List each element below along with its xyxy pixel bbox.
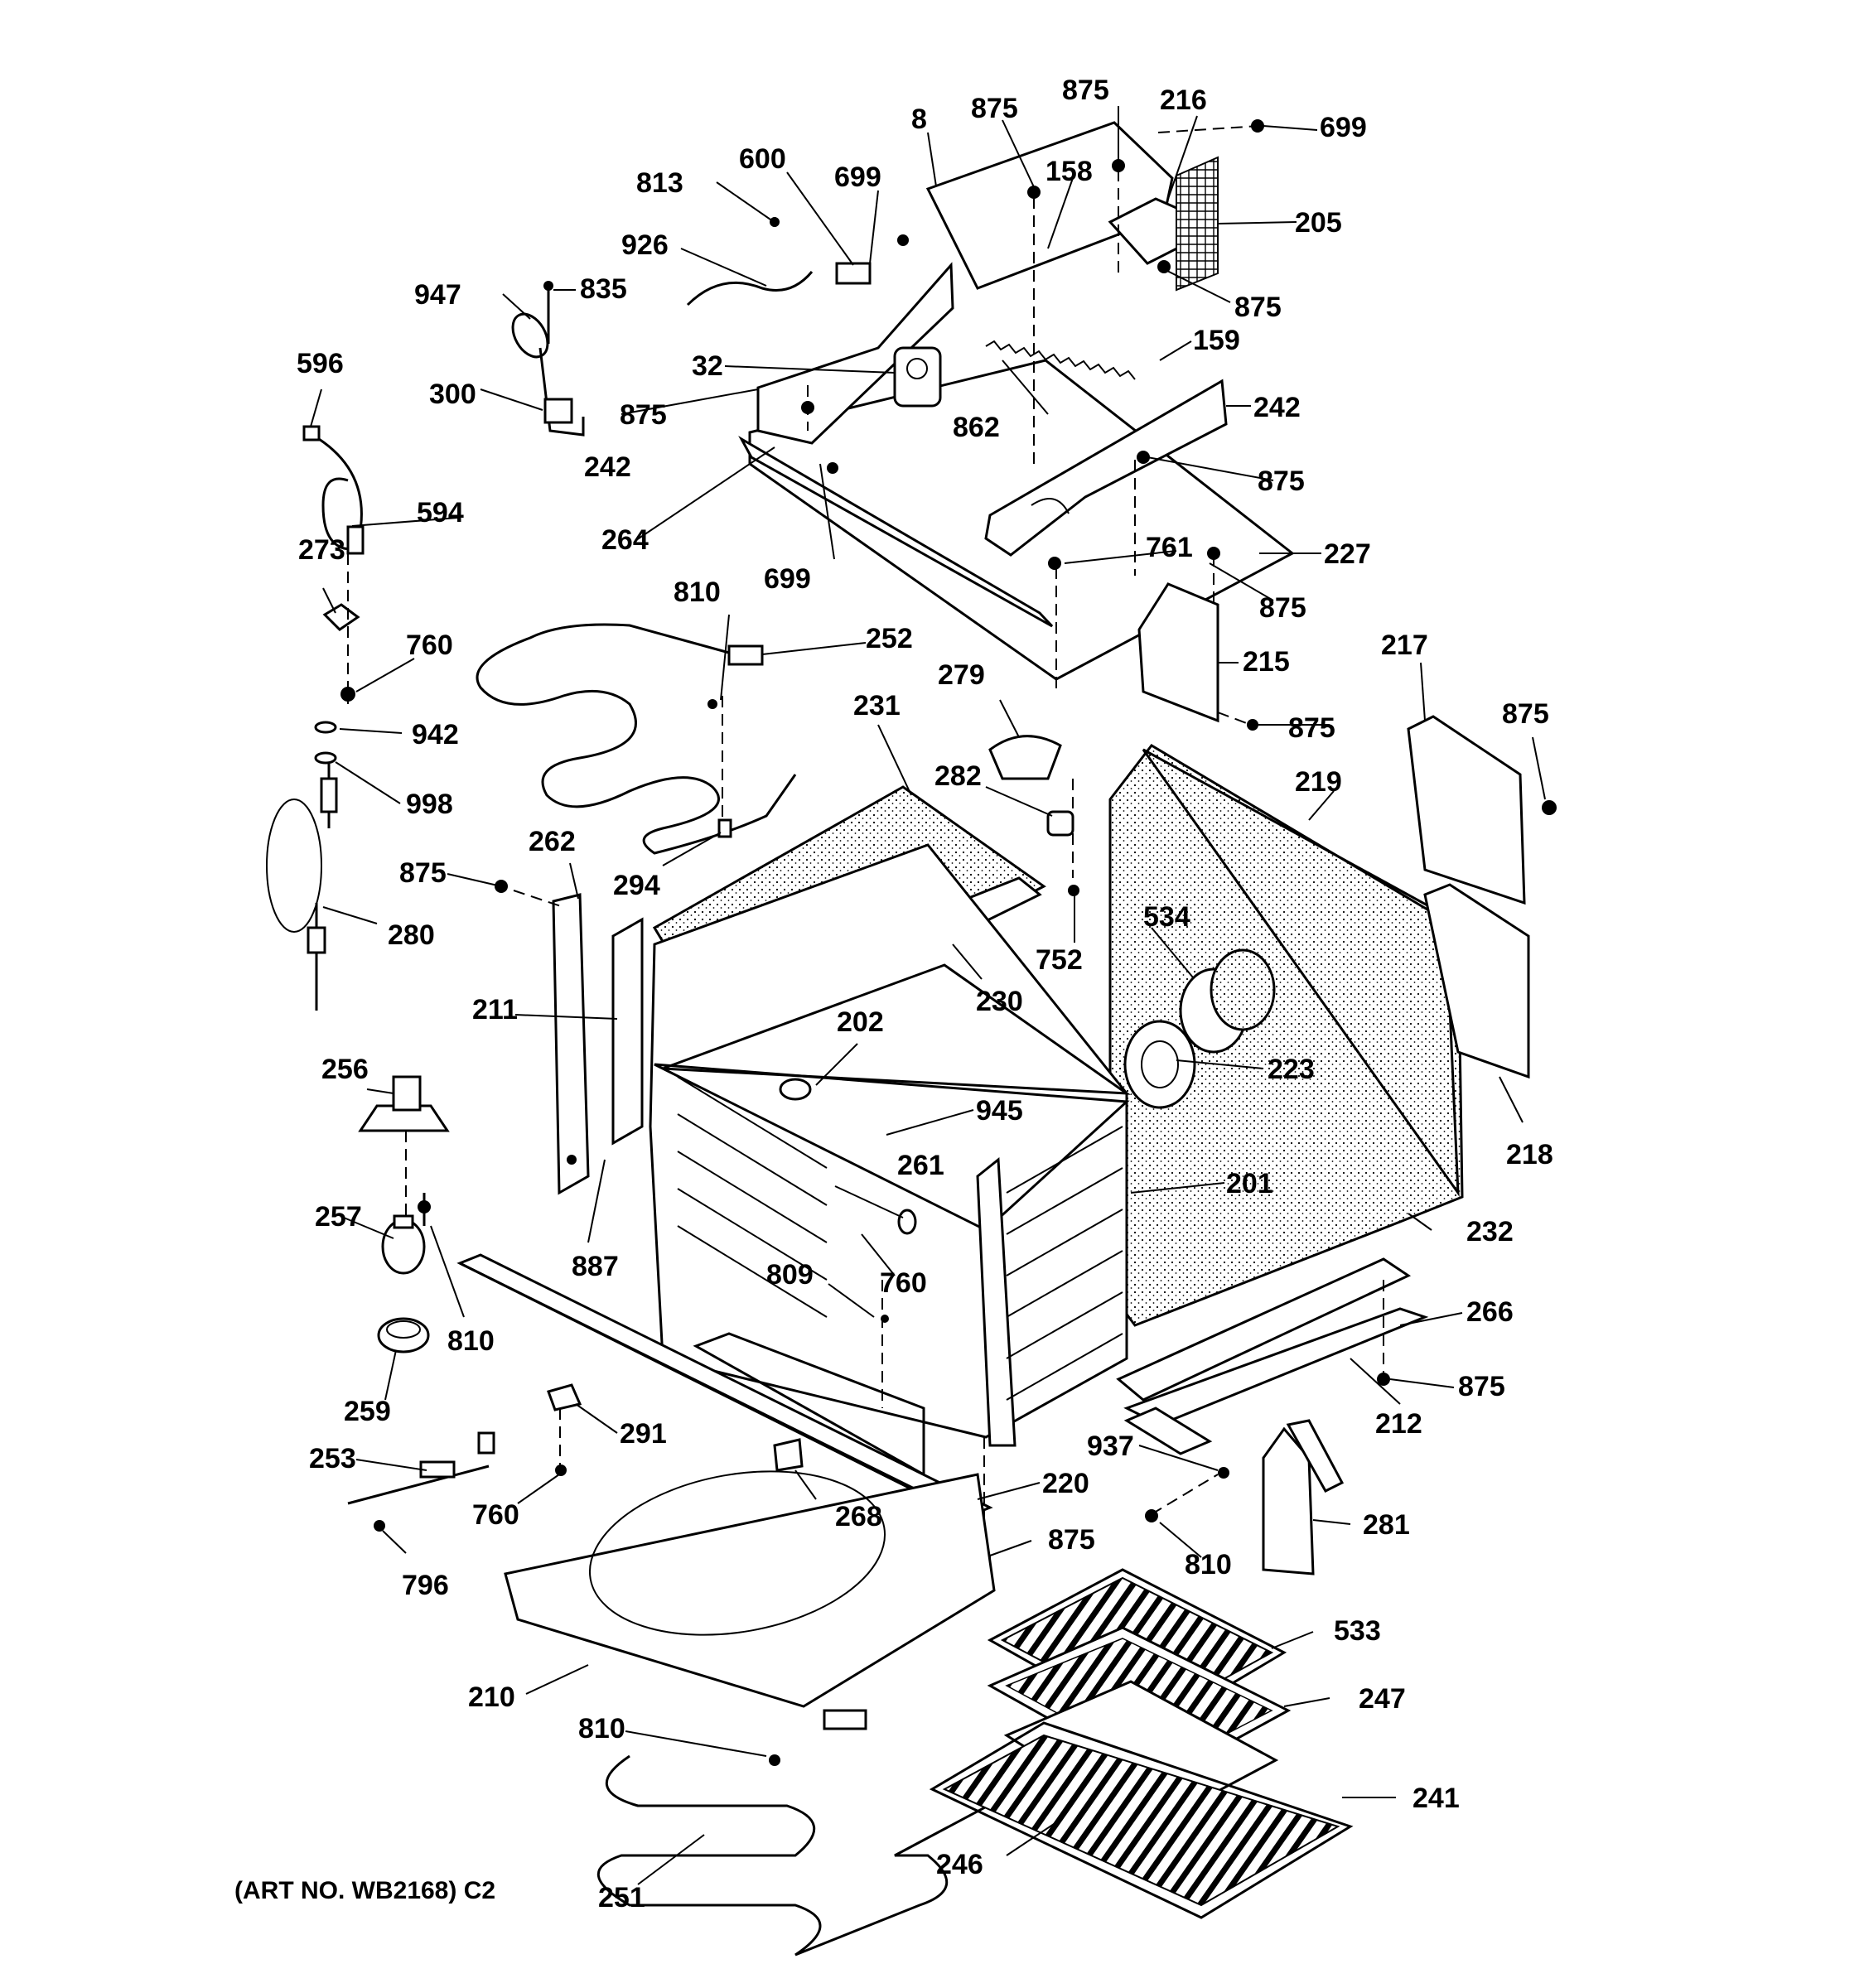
callout-875: 875 xyxy=(1258,466,1305,497)
callout-760: 760 xyxy=(880,1267,927,1299)
callout-947: 947 xyxy=(414,279,461,311)
callout-875: 875 xyxy=(1259,592,1306,624)
callout-875: 875 xyxy=(1458,1371,1505,1402)
callout-282: 282 xyxy=(934,760,982,792)
callout-280: 280 xyxy=(388,919,435,951)
callout-212: 212 xyxy=(1375,1408,1422,1440)
callout-594: 594 xyxy=(417,497,464,528)
broil-element-252 xyxy=(476,623,797,855)
callout-942: 942 xyxy=(412,719,459,750)
callout-291: 291 xyxy=(620,1418,667,1450)
callout-201: 201 xyxy=(1226,1168,1273,1199)
callout-534: 534 xyxy=(1143,901,1190,933)
callout-232: 232 xyxy=(1466,1216,1514,1247)
callout-268: 268 xyxy=(835,1501,882,1532)
callout-752: 752 xyxy=(1036,944,1083,976)
callout-273: 273 xyxy=(298,534,345,566)
callout-294: 294 xyxy=(613,870,660,901)
callout-998: 998 xyxy=(406,789,453,820)
callout-8: 8 xyxy=(911,104,927,135)
left-components-group xyxy=(266,425,450,1353)
callout-247: 247 xyxy=(1359,1683,1406,1715)
callout-251: 251 xyxy=(598,1882,645,1913)
callout-937: 937 xyxy=(1087,1431,1134,1462)
callout-202: 202 xyxy=(837,1006,884,1038)
callout-261: 261 xyxy=(897,1150,944,1181)
callout-159: 159 xyxy=(1193,325,1240,356)
callout-875: 875 xyxy=(1288,712,1335,744)
callout-262: 262 xyxy=(529,826,576,857)
callout-215: 215 xyxy=(1243,646,1290,678)
callout-699: 699 xyxy=(764,563,811,595)
callout-875: 875 xyxy=(620,399,667,431)
callout-875: 875 xyxy=(1062,75,1109,106)
callout-835: 835 xyxy=(580,273,627,305)
callout-813: 813 xyxy=(636,167,683,199)
callout-596: 596 xyxy=(297,348,344,379)
callout-810: 810 xyxy=(674,577,721,608)
callout-810: 810 xyxy=(447,1325,495,1357)
callout-809: 809 xyxy=(766,1259,814,1291)
callout-257: 257 xyxy=(315,1201,362,1233)
callout-760: 760 xyxy=(406,630,453,661)
callout-875: 875 xyxy=(399,857,447,889)
callout-230: 230 xyxy=(976,986,1023,1017)
callout-945: 945 xyxy=(976,1095,1023,1127)
callout-760: 760 xyxy=(472,1499,519,1531)
callout-699: 699 xyxy=(1320,112,1367,143)
callout-796: 796 xyxy=(402,1570,449,1601)
callout-875: 875 xyxy=(1234,292,1282,323)
callout-810: 810 xyxy=(578,1713,625,1744)
callout-533: 533 xyxy=(1334,1615,1381,1647)
callout-810: 810 xyxy=(1185,1549,1232,1580)
callout-875: 875 xyxy=(1502,698,1549,730)
callout-216: 216 xyxy=(1160,84,1207,116)
callout-252: 252 xyxy=(866,623,913,654)
callout-253: 253 xyxy=(309,1443,356,1474)
callout-210: 210 xyxy=(468,1682,515,1713)
callout-600: 600 xyxy=(739,143,786,175)
callout-887: 887 xyxy=(572,1251,619,1282)
callout-223: 223 xyxy=(1268,1054,1315,1085)
callout-227: 227 xyxy=(1324,538,1371,570)
callout-158: 158 xyxy=(1045,156,1093,187)
lower-components-group xyxy=(347,1253,1354,1957)
callout-220: 220 xyxy=(1042,1468,1089,1499)
callout-211: 211 xyxy=(472,994,518,1025)
oven-body-group xyxy=(495,715,1557,1455)
callout-231: 231 xyxy=(853,690,901,721)
callout-labels: 8 875 875 216 699 600 699 158 813 205 92… xyxy=(297,75,1553,1913)
leader-lines xyxy=(310,106,1546,1885)
heat-shield-215 xyxy=(1137,582,1258,731)
callout-761: 761 xyxy=(1146,532,1193,563)
callout-699: 699 xyxy=(834,162,881,193)
callout-875: 875 xyxy=(971,93,1018,124)
top-chassis-group xyxy=(511,119,1295,692)
callout-32: 32 xyxy=(692,350,723,382)
callout-246: 246 xyxy=(936,1849,983,1880)
callout-264: 264 xyxy=(601,524,649,556)
callout-926: 926 xyxy=(621,229,669,261)
callout-219: 219 xyxy=(1295,766,1342,798)
callout-281: 281 xyxy=(1363,1509,1410,1541)
callout-242: 242 xyxy=(584,451,631,483)
callout-205: 205 xyxy=(1295,207,1342,239)
callout-241: 241 xyxy=(1412,1783,1460,1814)
callout-256: 256 xyxy=(321,1054,369,1085)
callout-862: 862 xyxy=(953,412,1000,443)
callout-300: 300 xyxy=(429,379,476,410)
callout-242: 242 xyxy=(1253,392,1301,423)
callout-218: 218 xyxy=(1506,1139,1553,1170)
callout-217: 217 xyxy=(1381,630,1428,661)
callout-266: 266 xyxy=(1466,1296,1514,1328)
callout-259: 259 xyxy=(344,1396,391,1427)
callout-279: 279 xyxy=(938,659,985,691)
art-number-caption: (ART NO. WB2168) C2 xyxy=(234,1877,495,1904)
callout-875: 875 xyxy=(1048,1524,1095,1556)
